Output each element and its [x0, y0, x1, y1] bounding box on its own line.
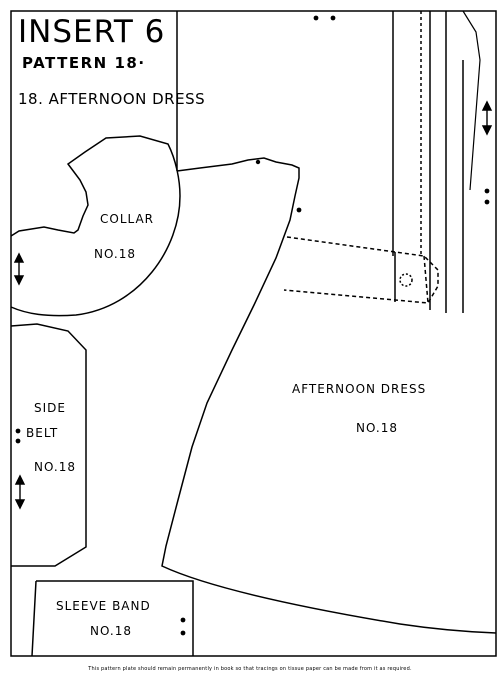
- collar-piece: [10, 135, 181, 317]
- sleeve-band-piece: [31, 580, 194, 657]
- sleeve-band-label: SLEEVE BAND: [56, 599, 151, 613]
- side-belt-piece: [10, 323, 87, 567]
- side-belt-number: NO.18: [34, 460, 77, 474]
- grain-arrow-icon: [481, 100, 493, 136]
- pattern-number: PATTERN 18·: [22, 54, 146, 72]
- button-mark-icon: [399, 273, 413, 287]
- insert-title: INSERT 6: [18, 14, 166, 50]
- grain-arrow-icon: [13, 252, 25, 286]
- sleeve-band-number: NO.18: [90, 624, 133, 638]
- collar-number: NO.18: [94, 247, 137, 261]
- side-belt-label-1: SIDE: [34, 401, 66, 415]
- side-belt-label-2: BELT: [26, 426, 59, 440]
- collar-label: COLLAR: [100, 212, 155, 226]
- afternoon-dress-piece: [161, 157, 497, 634]
- pattern-name: 18. AFTERNOON DRESS: [18, 90, 206, 108]
- grain-arrow-icon: [14, 474, 26, 510]
- dress-number: NO.18: [356, 421, 399, 435]
- footer-note: This pattern plate should remain permane…: [88, 666, 412, 672]
- dress-label: AFTERNOON DRESS: [292, 382, 427, 396]
- dress-strap: [283, 236, 439, 304]
- notch-dots-icon: [313, 15, 319, 21]
- panel-curve: [462, 10, 481, 191]
- sheet-border: [10, 10, 497, 657]
